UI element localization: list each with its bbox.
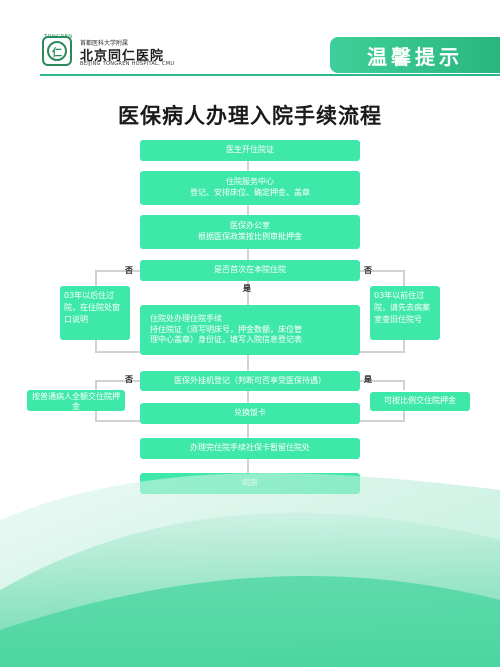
step-service-center: 住院服务中心 登记、安排床位、确定押金、盖章 [140, 171, 360, 205]
step-text: 住院服务中心 [226, 177, 274, 187]
side-note-after-2003: 03年以后住过院，在住院处窗口说明 [60, 286, 130, 340]
step-text: 住院处办理住院手续 [150, 313, 222, 323]
connector [95, 340, 97, 352]
side-note-partial-deposit: 可按比例交住院押金 [370, 392, 470, 411]
connector [95, 351, 140, 353]
page-title: 医保病人办理入院手续流程 [118, 104, 382, 128]
connector [247, 355, 249, 371]
step-admission-office: 住院处办理住院手续 持住院证（须写明床号，押金数额，床位管 理中心盖章）身份证，… [140, 305, 360, 355]
connector [95, 270, 97, 286]
connector [403, 270, 405, 286]
connector [95, 420, 140, 422]
step-first-admission-question: 是否首次在本院住院 [140, 260, 360, 281]
connector [95, 380, 97, 390]
logo-emblem: 仁 [47, 41, 67, 61]
step-text: 登记、安排床位、确定押金、盖章 [190, 188, 310, 197]
connector [403, 380, 405, 390]
side-text: 03年以前住过院，请先去病案室查旧住院号 [374, 291, 430, 324]
side-text: 按普通病人全额交住院押金 [32, 392, 120, 412]
step-doctor-admission: 医生开住院证 [140, 140, 360, 161]
branch-label-no: 否 [364, 266, 372, 275]
side-text: 03年以后住过院，在住院处窗口说明 [64, 291, 120, 324]
connector [360, 351, 405, 353]
tip-banner: 温馨提示 [330, 37, 500, 73]
step-text: 理中心盖章）身份证，填写入院信息登记表 [150, 335, 302, 345]
hospital-name-en: BEIJING TONGREN HOSPITAL, CMU [80, 61, 175, 67]
connector [95, 270, 140, 272]
connector [247, 391, 249, 403]
step-text: 医保外挂机登记（判断可否享受医保待遇） [174, 375, 326, 385]
logo-top-text: TONGREN [44, 34, 73, 40]
connector [95, 411, 97, 421]
branch-label-yes: 是 [243, 284, 251, 293]
header-divider [40, 74, 500, 76]
connector [95, 380, 140, 382]
connector [247, 249, 249, 260]
side-note-full-deposit: 按普通病人全额交住院押金 [27, 390, 125, 411]
connector [247, 424, 249, 438]
branch-label-yes: 是 [364, 375, 372, 384]
step-text: 办理完住院手续社保卡暂留住院处 [190, 443, 310, 453]
step-meal-card: 兑换饭卡 [140, 403, 360, 424]
connector [360, 270, 405, 272]
connector [403, 340, 405, 352]
connector [247, 205, 249, 215]
step-card-retained: 办理完住院手续社保卡暂留住院处 [140, 438, 360, 459]
step-text: 根据医保政策按比例审批押金 [198, 232, 302, 241]
step-text: 兑换饭卡 [234, 408, 266, 418]
connector [360, 380, 405, 382]
step-text: 医保办公室 [230, 221, 270, 231]
connector [247, 281, 249, 305]
branch-label-no: 否 [125, 375, 133, 384]
connector [360, 420, 405, 422]
decorative-wave [0, 473, 500, 667]
step-insurance-registration: 医保外挂机登记（判断可否享受医保待遇） [140, 371, 360, 391]
logo-subtitle: 首都医科大学附属 [80, 40, 129, 47]
branch-label-no: 否 [125, 266, 133, 275]
connector [403, 411, 405, 421]
hospital-logo: 仁 [42, 36, 72, 66]
step-text: 是否首次在本院住院 [214, 265, 286, 275]
connector [247, 161, 249, 171]
hospital-name-cn: 北京同仁医院 [80, 49, 165, 64]
side-text: 可按比例交住院押金 [384, 396, 456, 405]
step-text: 医生开住院证 [226, 145, 274, 155]
connector [247, 459, 249, 473]
step-text: 持住院证（须写明床号，押金数额，床位管 [150, 324, 302, 334]
side-note-before-2003: 03年以前住过院，请先去病案室查旧住院号 [370, 286, 440, 340]
step-insurance-office: 医保办公室 根据医保政策按比例审批押金 [140, 215, 360, 249]
